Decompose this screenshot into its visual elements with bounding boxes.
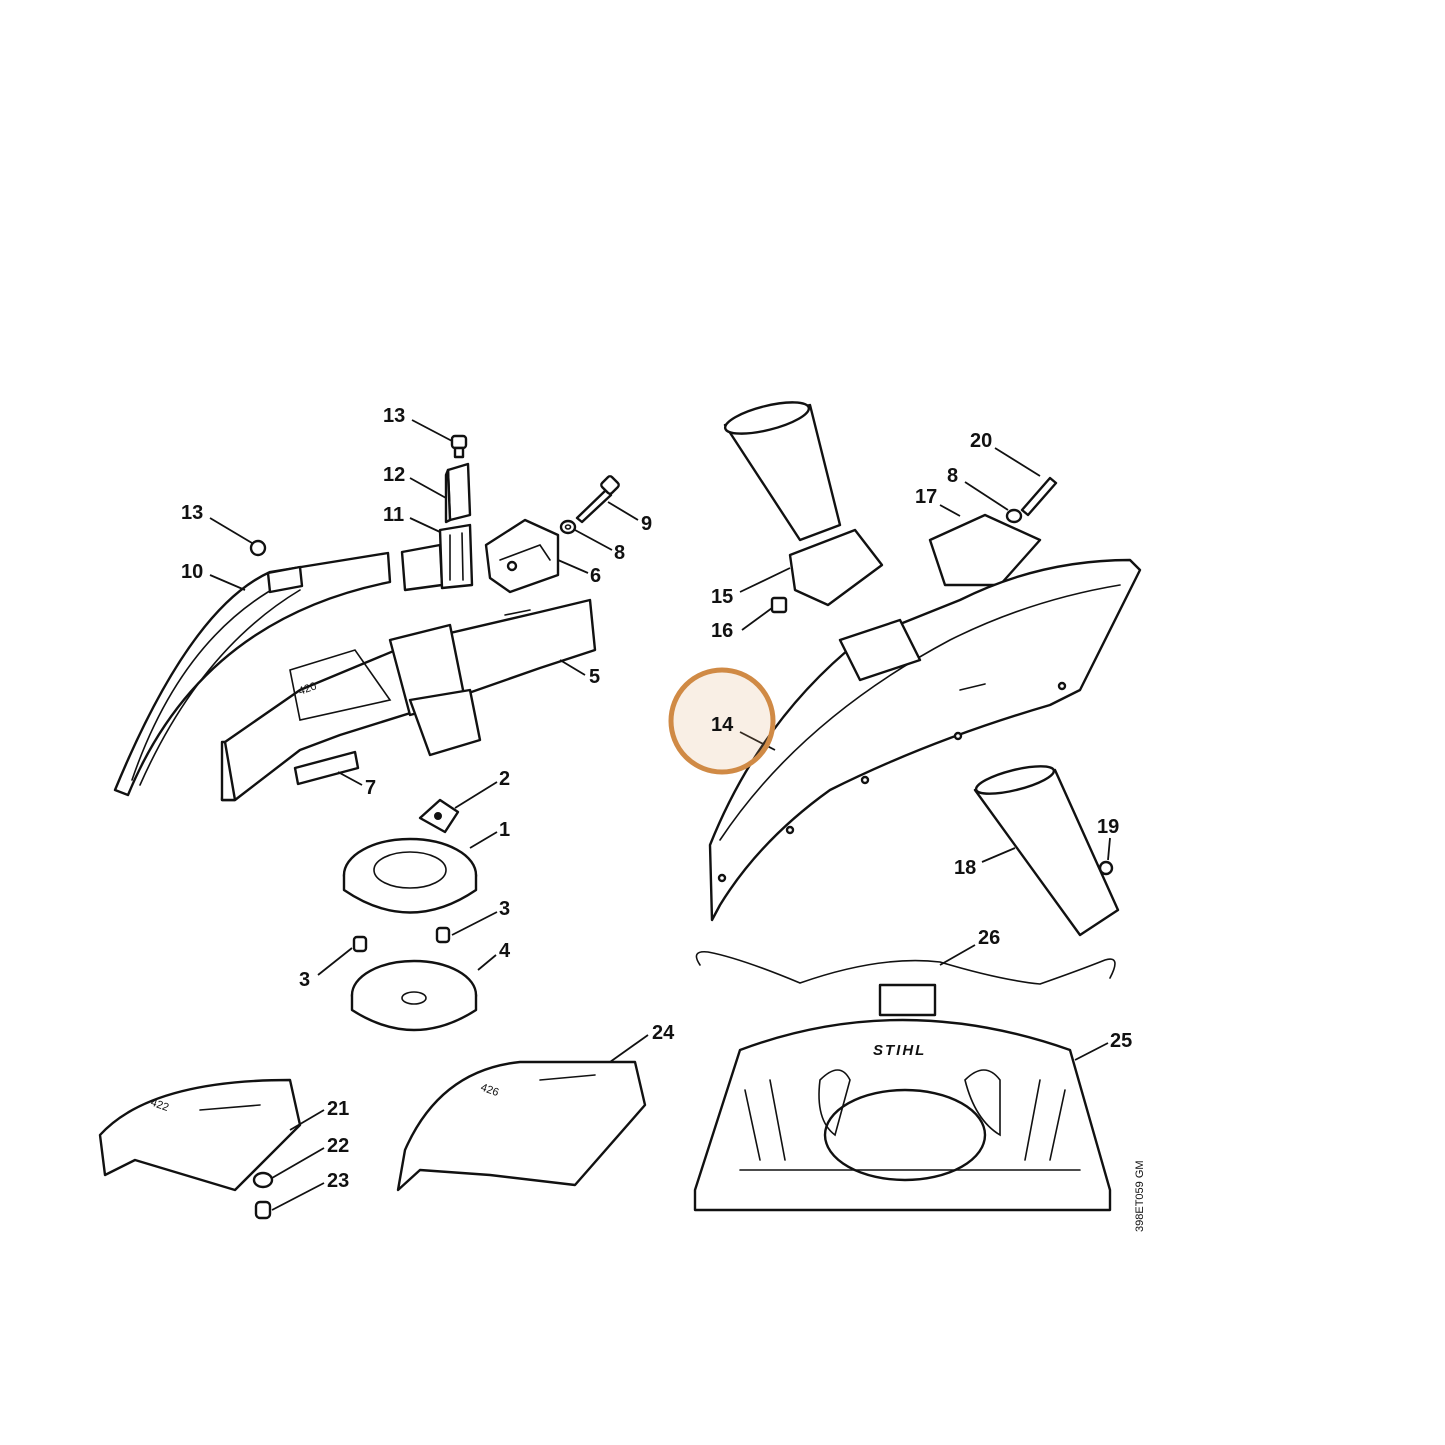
callout-8-left: 8 [614, 542, 625, 564]
svg-text:420: 420 [297, 680, 318, 698]
callout-13-side: 13 [181, 502, 203, 524]
callout-2: 2 [499, 768, 510, 790]
callout-3-left: 3 [299, 969, 310, 991]
diagram-reference-code: 398ET059 GM [1134, 1160, 1146, 1232]
stihl-brand-mark: STIHL [873, 1042, 926, 1059]
callout-4: 4 [499, 940, 511, 962]
callout-3-right: 3 [499, 898, 510, 920]
callout-11: 11 [383, 504, 404, 526]
callout-24: 24 [652, 1022, 675, 1044]
callout-5: 5 [589, 666, 600, 688]
part-8-washer-right [1005, 508, 1023, 524]
callout-22: 22 [327, 1135, 349, 1157]
part-20-bolt [1020, 476, 1058, 517]
callout-25: 25 [1110, 1030, 1132, 1052]
callout-13-top: 13 [383, 405, 405, 427]
callout-9: 9 [641, 513, 652, 535]
callout-19: 19 [1097, 816, 1119, 838]
callout-14: 14 [711, 714, 734, 736]
callout-15: 15 [711, 586, 733, 608]
part-6-clamp-housing [484, 518, 560, 594]
callout-1: 1 [499, 819, 510, 841]
callout-10: 10 [181, 561, 203, 583]
part-3-screw-left [352, 935, 368, 953]
leader-lines [209, 419, 1111, 1211]
part-13-screw-top [450, 434, 468, 459]
part-22-washer [252, 1171, 274, 1189]
svg-text:422: 422 [149, 1097, 170, 1115]
part-7-plate [293, 750, 360, 786]
svg-text:426: 426 [479, 1082, 500, 1100]
shaft-upper [723, 401, 842, 542]
callout-6: 6 [590, 565, 601, 587]
callout-18: 18 [954, 857, 976, 879]
callout-17: 17 [915, 486, 937, 508]
callout-12: 12 [383, 464, 405, 486]
callout-26: 26 [978, 927, 1000, 949]
callout-labels: 13 12 11 13 10 9 8 6 5 7 2 1 3 3 4 20 8 … [181, 405, 1132, 1192]
part-24-cover: 426 [396, 1060, 647, 1192]
part-1-ring [342, 837, 478, 914]
part-11-clamp [400, 523, 474, 592]
callout-7: 7 [365, 777, 376, 799]
callout-16: 16 [711, 620, 733, 642]
part-25-base-housing: STIHL [693, 983, 1112, 1212]
part-5-guard: 420 [220, 598, 597, 802]
part-17-clamp [928, 513, 1042, 587]
part-8-washer-left [559, 519, 577, 535]
part-16-nut [770, 596, 788, 614]
highlight-circle-part-14[interactable] [668, 667, 776, 775]
part-13-screw-side [249, 539, 267, 557]
part-21-cover: 422 [98, 1078, 302, 1192]
part-15-clamp [788, 528, 884, 607]
callout-20: 20 [970, 430, 992, 452]
part-23-screw [254, 1200, 272, 1220]
part-4-disc [350, 959, 478, 1032]
part-18-shaft [973, 765, 1120, 937]
callout-8-right: 8 [947, 465, 958, 487]
part-12-block [444, 462, 472, 524]
part-19-screw [1098, 860, 1114, 876]
part-10-deflector-strip [113, 551, 392, 797]
part-3-screw-right [435, 926, 451, 944]
part-14-guard [708, 558, 1142, 922]
part-26-wire-spring [695, 950, 1116, 985]
callout-21: 21 [327, 1098, 349, 1120]
callout-23: 23 [327, 1170, 349, 1192]
part-2-bracket [418, 798, 460, 834]
part-9-bolt [575, 475, 620, 524]
